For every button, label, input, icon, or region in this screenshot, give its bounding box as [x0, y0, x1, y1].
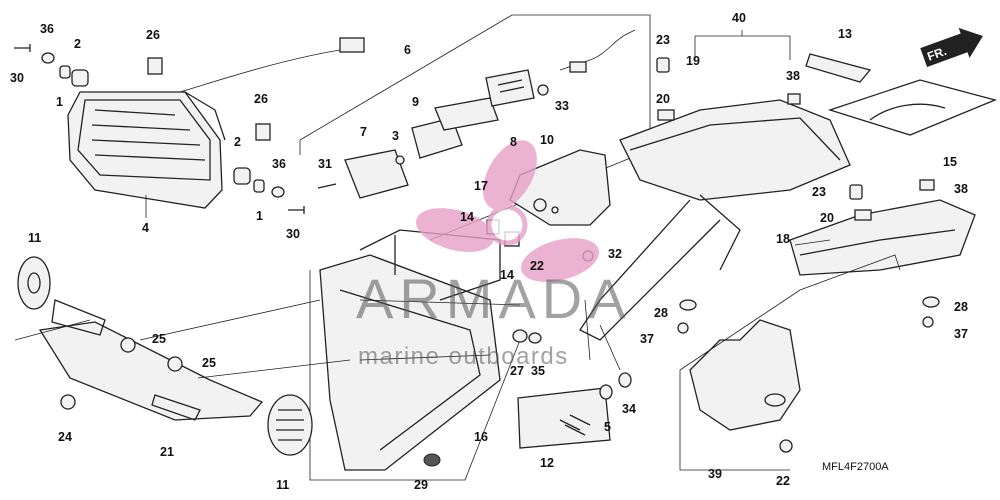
callout-22b: 22 — [776, 474, 790, 488]
callout-16: 16 — [474, 430, 488, 444]
watermark: ARMADA marine outboards — [356, 140, 632, 370]
callout-17: 17 — [474, 179, 488, 193]
callout-12: 12 — [540, 456, 554, 470]
callout-30b: 30 — [286, 227, 300, 241]
callout-32: 32 — [608, 247, 622, 261]
callout-4: 4 — [142, 221, 149, 235]
callout-13: 13 — [838, 27, 852, 41]
callout-40: 40 — [732, 11, 746, 25]
watermark-tagline: marine outboards — [358, 343, 569, 370]
callout-36b: 36 — [272, 157, 286, 171]
callout-22: 22 — [530, 259, 544, 273]
callout-labels: 30 36 2 1 26 4 26 2 36 1 30 31 7 3 6 9 8… — [10, 11, 968, 492]
front-direction-marker: FR. — [920, 27, 983, 67]
callout-1: 1 — [56, 95, 63, 109]
callout-2: 2 — [74, 37, 81, 51]
callout-37b: 37 — [954, 327, 968, 341]
wire-harness — [559, 29, 636, 71]
propeller-logo — [416, 140, 599, 282]
side-reflector-upper — [17, 256, 51, 310]
callout-9: 9 — [412, 95, 419, 109]
callout-26: 26 — [146, 28, 160, 42]
license-light-parts — [317, 69, 549, 199]
callout-38b: 38 — [954, 182, 968, 196]
fr-label: FR. — [925, 44, 948, 64]
callout-27: 27 — [510, 364, 524, 378]
callout-14b: 14 — [500, 268, 514, 282]
sub-frame-side — [789, 199, 976, 276]
callout-36: 36 — [40, 22, 54, 36]
watermark-brand: ARMADA — [356, 267, 632, 330]
license-bracket — [14, 299, 264, 421]
callout-33: 33 — [555, 99, 569, 113]
drawing-code: MFL4F2700A — [822, 461, 889, 473]
callout-30: 30 — [10, 71, 24, 85]
callout-3: 3 — [392, 129, 399, 143]
leader-lines — [139, 30, 831, 379]
fender-outline — [309, 270, 521, 481]
callout-6: 6 — [404, 43, 411, 57]
callout-31: 31 — [318, 157, 332, 171]
callout-1b: 1 — [256, 209, 263, 223]
callout-23: 23 — [656, 33, 670, 47]
lower-cover — [679, 254, 901, 471]
callout-11: 11 — [28, 231, 41, 245]
fastener-group-top-left — [14, 44, 305, 214]
callout-39: 39 — [708, 467, 722, 481]
callout-18: 18 — [776, 232, 790, 246]
callout-8: 8 — [510, 135, 517, 149]
callout-10: 10 — [540, 133, 554, 147]
callout-37: 37 — [640, 332, 654, 346]
callout-24: 24 — [58, 430, 72, 444]
callout-20b: 20 — [820, 211, 834, 225]
callout-26b: 26 — [254, 92, 268, 106]
callout-14: 14 — [460, 210, 474, 224]
callout-23b: 23 — [812, 185, 826, 199]
callout-28b: 28 — [954, 300, 968, 314]
callout-35: 35 — [531, 364, 545, 378]
callout-11b: 11 — [276, 478, 289, 492]
callout-21: 21 — [160, 445, 174, 459]
callout-20: 20 — [656, 92, 670, 106]
callout-34: 34 — [622, 402, 636, 416]
callout-2b: 2 — [234, 135, 241, 149]
callout-25: 25 — [152, 332, 166, 346]
callout-7: 7 — [360, 125, 367, 139]
taillight-assembly — [67, 37, 365, 218]
callout-29: 29 — [414, 478, 428, 492]
callout-28: 28 — [654, 306, 668, 320]
callout-19: 19 — [686, 54, 700, 68]
callout-38: 38 — [786, 69, 800, 83]
callout-15: 15 — [943, 155, 957, 169]
side-reflector-lower — [267, 394, 313, 456]
rear-frame — [579, 99, 851, 341]
callout-5: 5 — [604, 420, 611, 434]
rear-reflector — [517, 387, 611, 449]
callout-25b: 25 — [202, 356, 216, 370]
